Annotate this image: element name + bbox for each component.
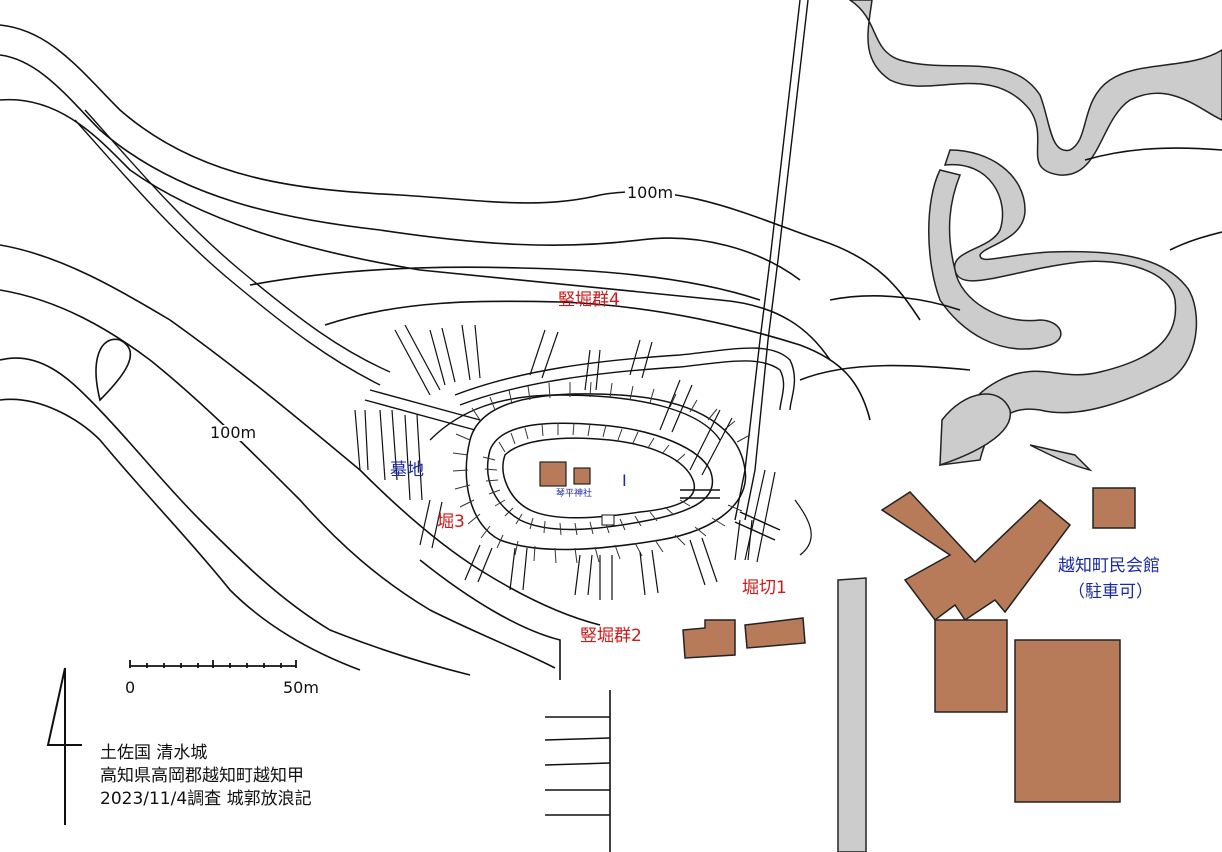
scale-bar bbox=[129, 660, 297, 668]
enclosure-1-label: I bbox=[622, 471, 627, 490]
map-info-block: 土佐国 清水城 高知県高岡郡越知町越知甲 2023/11/4調査 城郭放浪記 bbox=[100, 742, 312, 811]
map-title: 土佐国 清水城 bbox=[100, 743, 208, 763]
map-survey-credit: 2023/11/4調査 城郭放浪記 bbox=[100, 789, 312, 809]
paths bbox=[74, 0, 809, 521]
scale-zero-label: 0 bbox=[125, 678, 136, 697]
horikiri-1-label: 堀切1 bbox=[742, 578, 787, 598]
community-hall-label: 越知町民会館 bbox=[1058, 556, 1160, 576]
shrine-label: 琴平神社 bbox=[556, 489, 593, 499]
tatebori-group-4-label: 竪堀群4 bbox=[558, 290, 620, 310]
parking-note-label: （駐車可） bbox=[1068, 582, 1153, 602]
contour-label-west: 100m bbox=[208, 423, 259, 442]
vertical-moats bbox=[354, 324, 812, 600]
shrine-buildings bbox=[539, 461, 591, 487]
winding-road bbox=[837, 0, 1222, 852]
community-hall-building bbox=[880, 491, 1072, 622]
north-arrow bbox=[46, 667, 82, 825]
map-location: 高知県高岡郡越知町越知甲 bbox=[100, 766, 304, 786]
scale-end-label: 50m bbox=[283, 678, 319, 697]
slope-hachures bbox=[452, 381, 751, 564]
tatebori-group-2-label: 竪堀群2 bbox=[580, 626, 642, 646]
contour-lines bbox=[0, 24, 1222, 852]
contour-label-north: 100m bbox=[625, 183, 676, 202]
cemetery-label: 墓地 bbox=[390, 460, 424, 480]
hori-3-label: 堀3 bbox=[437, 512, 465, 532]
buildings bbox=[682, 487, 1136, 803]
